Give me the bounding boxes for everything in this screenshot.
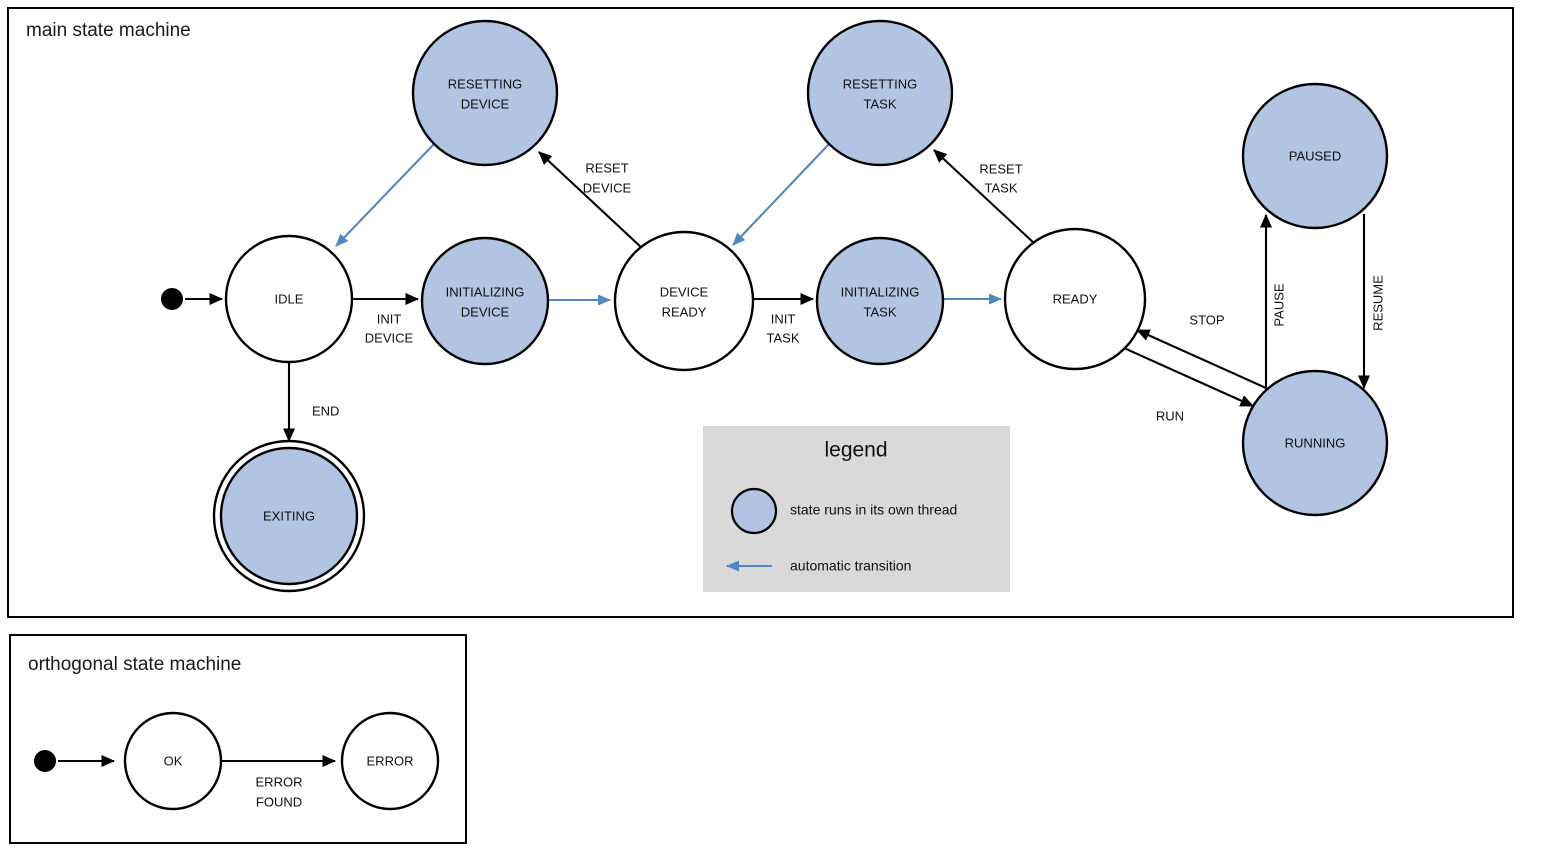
state-resetting-task[interactable]: RESETTING TASK [806,19,954,167]
state-resetting-device-label-line2: DEVICE [461,96,510,111]
orthogonal-states: OK ERROR [34,711,440,811]
edge-label-reset-task-line2: TASK [985,180,1018,195]
state-initializing-task-shape[interactable] [815,236,945,366]
main-states: IDLE RESETTING DEVICE INITIALIZING DEVIC… [161,19,1389,593]
state-exiting-shape[interactable] [219,446,359,586]
state-exiting-outer-ring [212,439,366,593]
edge-label-stop: STOP [1189,312,1224,327]
main-frame-title: main state machine [26,20,191,41]
state-running[interactable]: RUNNING [1241,369,1389,517]
state-initializing-device-label-line2: DEVICE [461,304,510,319]
edge-label-reset-device-line2: DEVICE [583,180,632,195]
state-ready-shape[interactable] [1003,227,1147,371]
edge-label-reset-task-line1: RESET [979,161,1022,176]
state-initializing-device-label-line1: INITIALIZING [446,284,525,299]
edge-label-reset-device-line1: RESET [585,160,628,175]
state-initializing-task-label-line2: TASK [864,304,897,319]
state-exiting[interactable]: EXITING [212,439,366,593]
legend-thread-circle-icon [730,487,778,535]
state-exiting-label: EXITING [263,508,315,523]
state-paused-shape[interactable] [1241,82,1389,230]
state-ok-label: OK [164,753,183,768]
state-paused-label: PAUSED [1289,148,1342,163]
transition-device-ready-to-resetting-device[interactable] [538,151,644,250]
transition-resetting-task-to-device-ready[interactable] [732,143,830,246]
edge-label-init-task-line1: INIT [771,311,796,326]
state-resetting-task-shape[interactable] [806,19,954,167]
state-resetting-device-shape[interactable] [411,19,559,167]
state-ok-shape[interactable] [123,711,223,811]
state-idle-shape[interactable] [224,234,354,364]
state-device-ready[interactable]: DEVICE READY [613,230,755,372]
initial-pseudostate-main [161,288,183,310]
state-initializing-task[interactable]: INITIALIZING TASK [815,236,945,366]
main-transitions: INIT DEVICE END RESET DEVICE INIT TASK R… [185,143,1385,443]
state-initializing-task-label-line1: INITIALIZING [841,284,920,299]
edge-label-init-device-line2: DEVICE [365,330,414,345]
edge-label-pause: PAUSE [1271,283,1286,326]
state-ready[interactable]: READY [1003,227,1147,371]
transition-ready-to-resetting-task[interactable] [933,149,1036,245]
state-ok[interactable]: OK [123,711,223,811]
transition-resetting-device-to-idle[interactable] [335,143,435,247]
state-resetting-device[interactable]: RESETTING DEVICE [411,19,559,167]
legend-title: legend [824,439,887,462]
edge-label-error-found-line2: FOUND [256,794,302,809]
state-error-shape[interactable] [340,711,440,811]
initial-pseudostate-orthogonal [34,750,56,772]
state-device-ready-label-line2: READY [662,304,707,319]
state-paused[interactable]: PAUSED [1241,82,1389,230]
edge-label-error-found-line1: ERROR [256,774,303,789]
state-idle-label: IDLE [275,291,304,306]
state-resetting-device-label-line1: RESETTING [448,76,522,91]
edge-label-init-task-line2: TASK [767,330,800,345]
state-resetting-task-label-line2: TASK [864,96,897,111]
edge-label-run: RUN [1156,408,1184,423]
orthogonal-transitions: ERROR FOUND [58,754,337,809]
state-idle[interactable]: IDLE [224,234,354,364]
state-running-label: RUNNING [1285,435,1346,450]
legend-item-thread-label: state runs in its own thread [790,502,957,518]
legend-item-automatic-label: automatic transition [790,558,911,574]
state-resetting-task-label-line1: RESETTING [843,76,917,91]
state-device-ready-label-line1: DEVICE [660,284,709,299]
state-initializing-device-shape[interactable] [420,236,550,366]
legend-panel: legend state runs in its own thread auto… [703,426,1010,592]
state-initializing-device[interactable]: INITIALIZING DEVICE [420,236,550,366]
state-error-label: ERROR [367,753,414,768]
edge-label-end: END [312,403,339,418]
state-ready-label: READY [1053,291,1098,306]
transition-ready-to-running[interactable] [1123,347,1254,407]
orthogonal-frame-title: orthogonal state machine [28,654,241,675]
transition-running-to-ready[interactable] [1136,329,1267,389]
edge-label-resume: RESUME [1370,275,1385,331]
state-error[interactable]: ERROR [340,711,440,811]
edge-label-init-device-line1: INIT [377,311,402,326]
state-device-ready-shape[interactable] [613,230,755,372]
state-running-shape[interactable] [1241,369,1389,517]
